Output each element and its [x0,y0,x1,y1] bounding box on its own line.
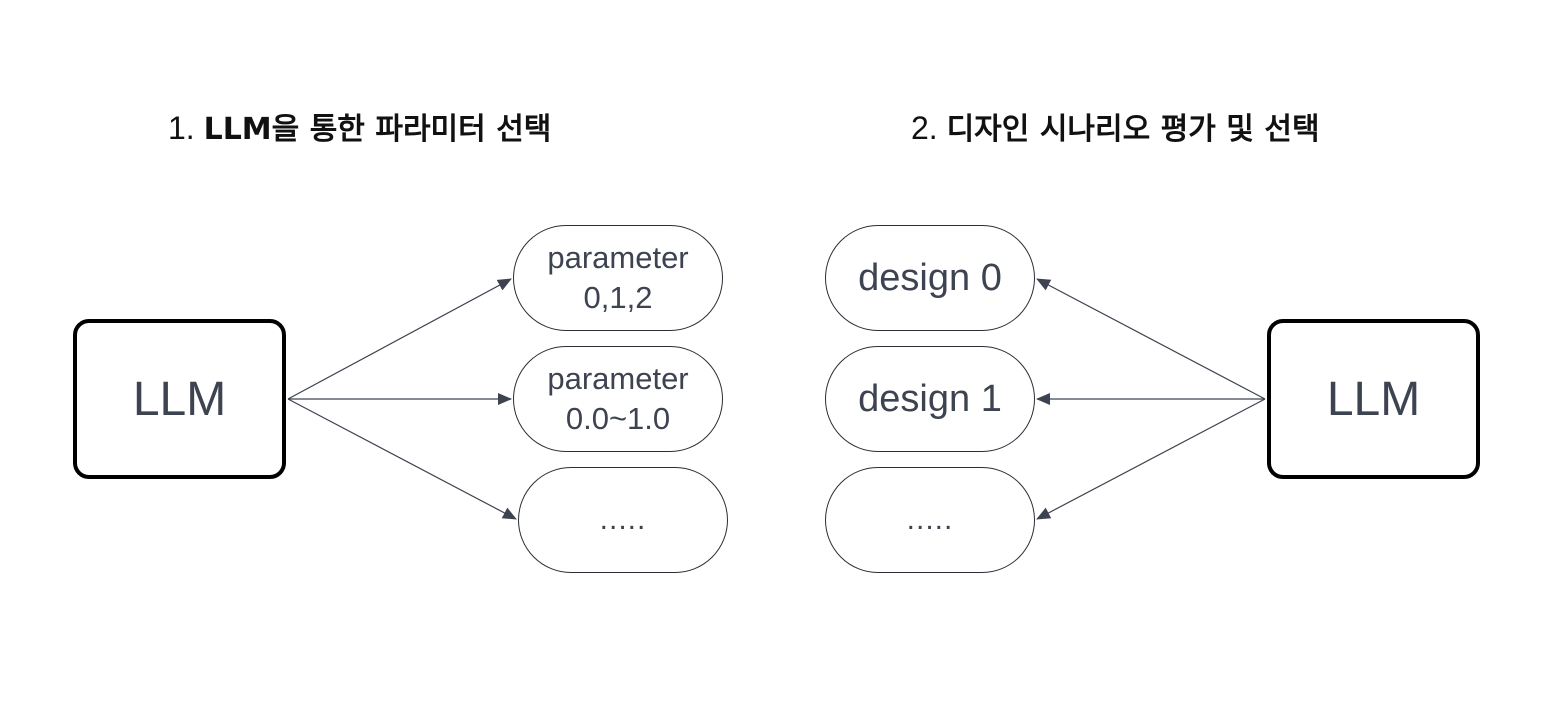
design-node-0: design 0 [825,225,1035,331]
design-node-1-label: design 1 [858,378,1002,420]
design-node-more: ..... [825,467,1035,573]
llm-box-left: LLM [73,319,286,479]
design-node-1: design 1 [825,346,1035,452]
design-node-0-label: design 0 [858,257,1002,299]
llm-box-right: LLM [1267,319,1480,479]
parameter-node-1-line1: parameter [547,361,689,396]
design-node-more-label: ..... [906,503,954,536]
section-heading-1: LLM을 통한 파라미터 선택 [203,112,552,147]
llm-label-left: LLM [132,372,227,426]
parameter-node-1: parameter 0.0~1.0 [513,346,723,452]
section-heading-2: 디자인 시나리오 평가 및 선택 [946,112,1320,147]
section-number-2: 2. [911,110,938,146]
arrow-llm-to-design-2 [1036,398,1266,520]
section-number-1: 1. [168,110,195,146]
parameter-node-0: parameter 0,1,2 [513,225,723,331]
parameter-node-0-line2: 0,1,2 [583,280,653,315]
parameter-node-more-label: ..... [599,503,647,536]
parameter-node-1-line2: 0.0~1.0 [565,401,671,436]
arrow-llm-to-design-0 [1036,278,1266,400]
llm-label-right: LLM [1326,372,1421,426]
section-title-2: 2. 디자인 시나리오 평가 및 선택 [911,108,1320,150]
arrow-llm-to-param-2 [287,398,517,520]
arrow-llm-to-param-0 [287,278,512,400]
section-title-1: 1. LLM을 통한 파라미터 선택 [168,108,551,150]
parameter-node-more: ..... [518,467,728,573]
parameter-node-0-line1: parameter [547,240,689,275]
